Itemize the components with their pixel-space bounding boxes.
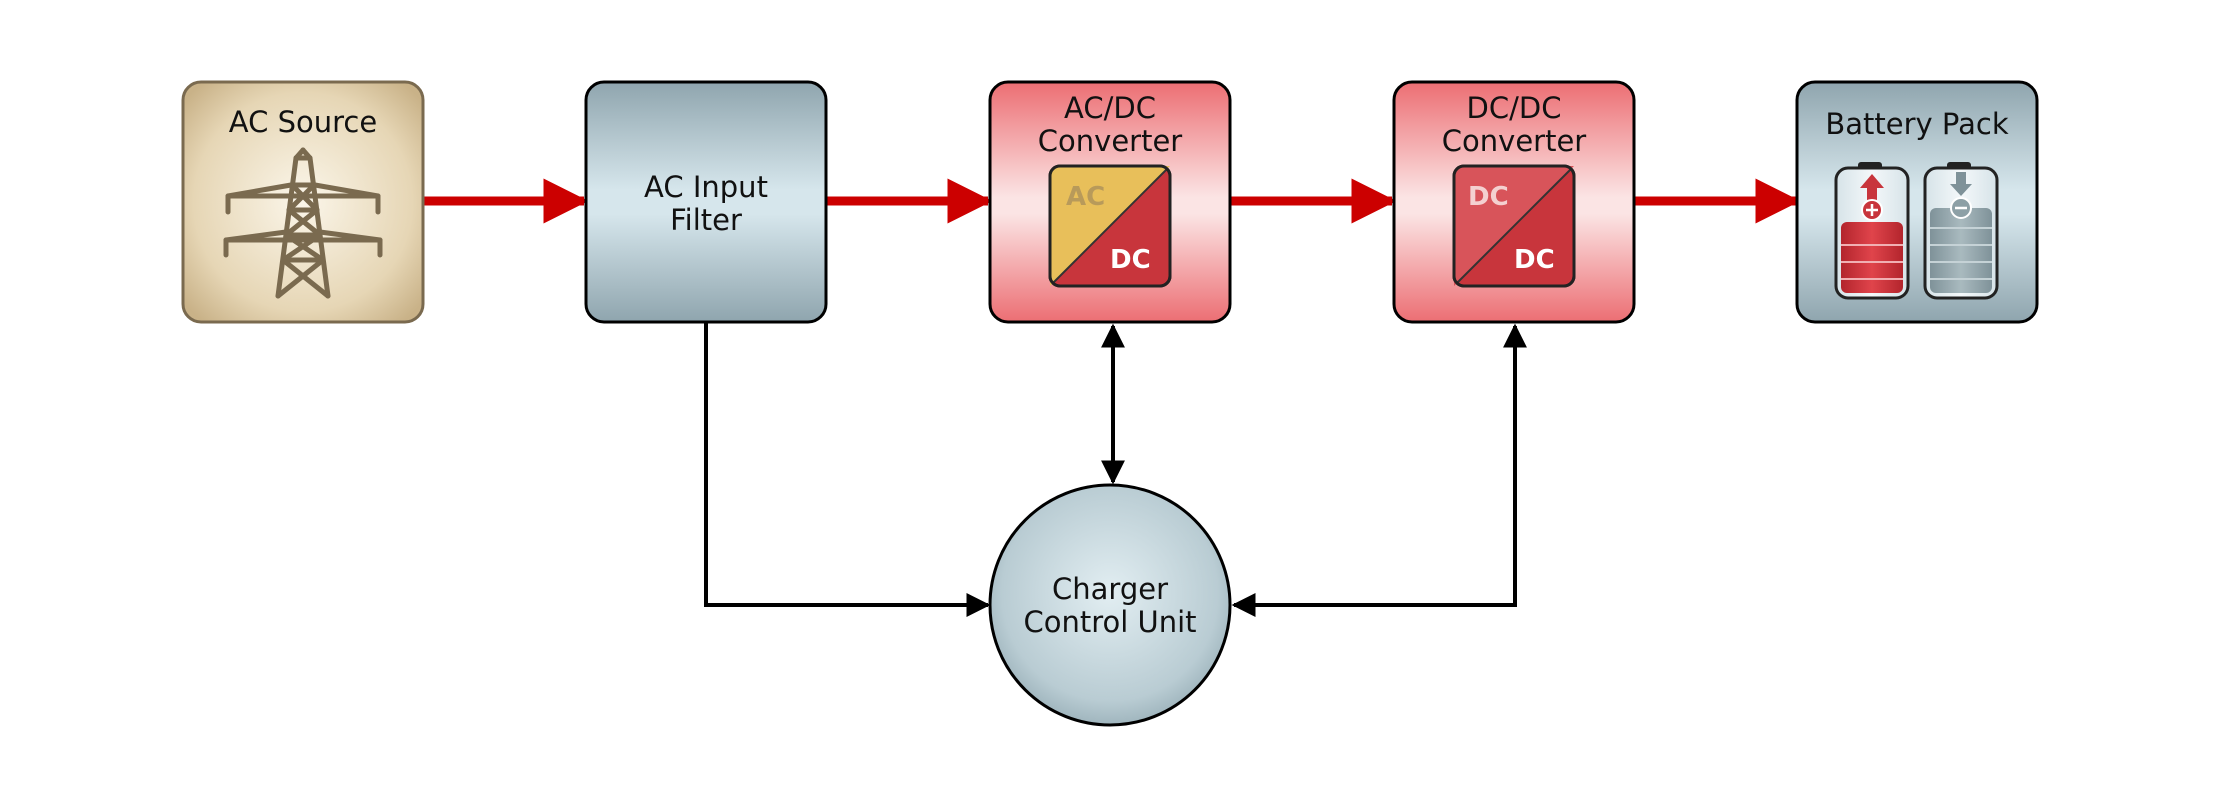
dcdc-converter-block: DC/DC Converter DC DC (1392, 80, 1636, 324)
ac-input-filter-block: AC Input Filter (584, 80, 828, 324)
dc-dc-converter-icon: DC DC (1452, 164, 1576, 288)
control-flow-arrows (704, 322, 1527, 617)
ac-filter-label-line1: AC Input (644, 170, 768, 204)
ac-source-label: AC Source (229, 105, 377, 139)
battery-charging-icon (1834, 162, 1910, 300)
arrow-dcdc-control-bidirectional (1231, 323, 1527, 617)
ac-filter-label-line2: Filter (670, 203, 742, 237)
acdc-label-line2: Converter (1038, 124, 1183, 158)
battery-pack-label: Battery Pack (1825, 107, 2008, 141)
control-label-line2: Control Unit (1023, 605, 1196, 639)
acdc-chip-top: AC (1066, 182, 1105, 212)
acdc-label-line1: AC/DC (1064, 91, 1156, 125)
power-tower-icon (223, 147, 383, 299)
dcdc-chip-bottom: DC (1514, 245, 1555, 275)
dcdc-chip-top: DC (1468, 182, 1509, 212)
ac-dc-converter-icon: AC DC (1048, 164, 1172, 288)
arrow-filter-to-control (704, 322, 991, 617)
ac-source-block: AC Source (181, 80, 425, 324)
dcdc-label-line1: DC/DC (1467, 91, 1562, 125)
battery-pack-block: Battery Pack (1795, 80, 2039, 324)
charger-control-unit: Charger Control Unit (988, 483, 1232, 727)
dcdc-label-line2: Converter (1442, 124, 1587, 158)
acdc-chip-bottom: DC (1110, 245, 1151, 275)
acdc-converter-block: AC/DC Converter AC DC (988, 80, 1232, 324)
battery-discharging-icon (1923, 162, 1999, 300)
control-label-line1: Charger (1052, 572, 1168, 606)
